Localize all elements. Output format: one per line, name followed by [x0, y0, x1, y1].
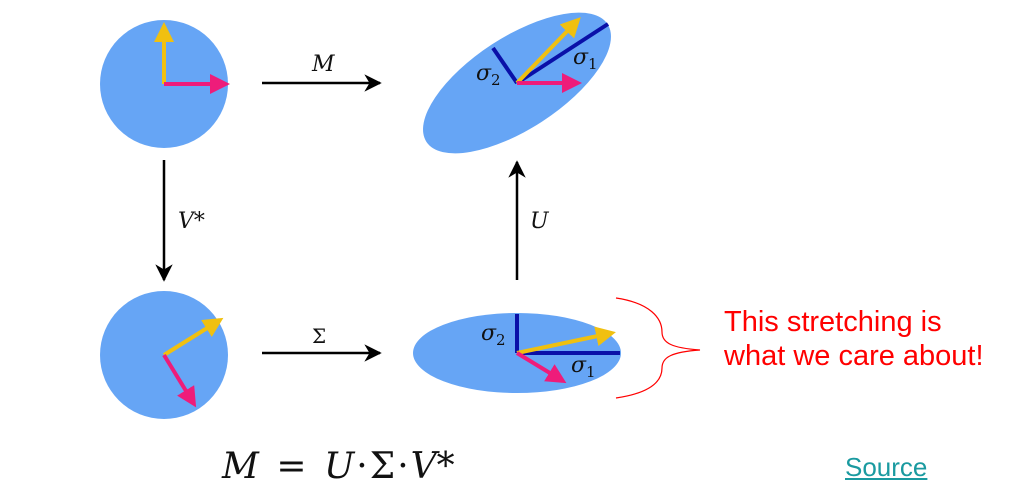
- sigma2-label-top: σ2: [476, 61, 501, 89]
- annotation-line-2: what we care about!: [724, 340, 984, 372]
- arrow-vstar-label: V*: [178, 209, 205, 234]
- arrow-vstar: V*: [155, 160, 205, 282]
- output-ellipse: σ2 σ1: [423, 12, 611, 154]
- svd-equation: M = U·Σ·V*: [221, 446, 455, 487]
- stretched-vector-yellow: [516, 326, 616, 355]
- arrow-sigma: Σ: [262, 324, 382, 362]
- sigma1-label-bottom: σ1: [571, 353, 596, 381]
- sigma1-axis: [515, 22, 610, 85]
- rotated-vector-yellow: [162, 317, 224, 357]
- stretched-vector-magenta: [515, 351, 567, 384]
- source-link[interactable]: Source: [845, 452, 928, 482]
- rotated-vector-magenta: [162, 353, 197, 408]
- arrow-m: M: [262, 52, 382, 92]
- sigma2-label-bottom: σ2: [481, 321, 506, 349]
- mapped-vector-yellow: [515, 17, 581, 85]
- stretching-annotation: This stretching is what we care about!: [724, 305, 984, 373]
- sigma2-axis: [491, 46, 519, 85]
- input-unit-disk: [100, 20, 230, 148]
- annotation-line-1: This stretching is: [724, 306, 942, 338]
- stretched-ellipse: σ2 σ1: [413, 313, 621, 393]
- rotated-unit-disk: [100, 291, 228, 419]
- arrow-sigma-label: Σ: [312, 324, 326, 348]
- annotation-brace: [615, 297, 701, 399]
- arrow-m-label: M: [311, 52, 335, 77]
- arrow-u-label: U: [530, 209, 550, 234]
- arrow-u: U: [508, 160, 550, 280]
- output-ellipse-shape: [423, 12, 611, 154]
- sigma1-label-top: σ1: [573, 45, 598, 73]
